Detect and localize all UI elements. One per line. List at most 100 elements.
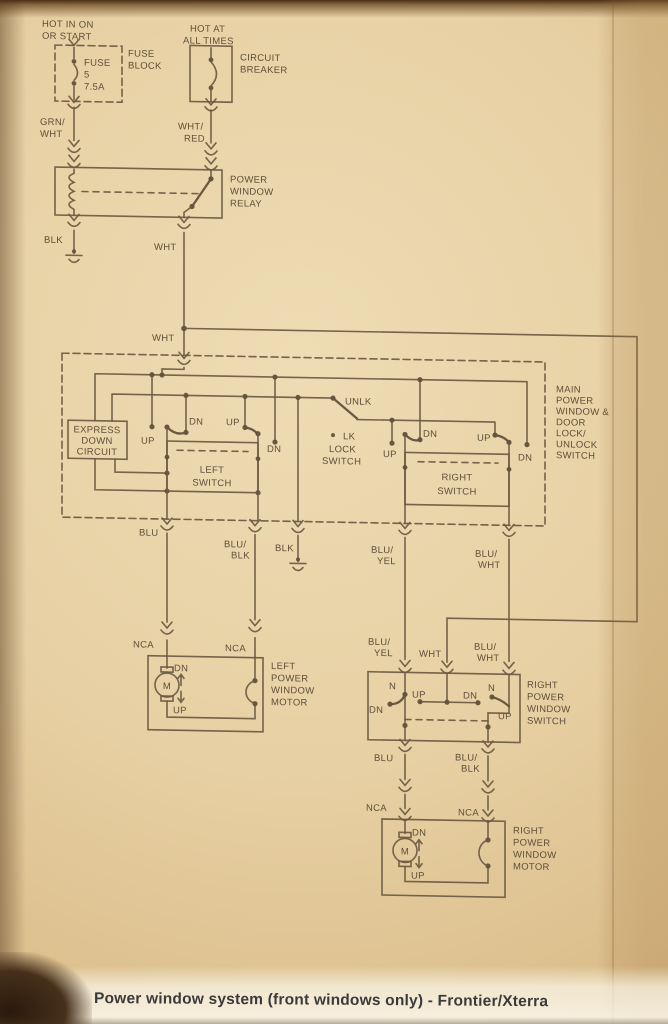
left-motor-label: LEFT bbox=[271, 661, 295, 672]
fuse-number: 5 bbox=[84, 70, 90, 81]
right-switch: UP DN UP DN RIGHT SWITCH bbox=[383, 429, 532, 527]
fuse-block-label: FUSE bbox=[128, 48, 155, 59]
regulator-icon bbox=[245, 679, 256, 705]
wire-color-label: WHT bbox=[40, 129, 63, 140]
hot-at-all-times-label: HOT AT bbox=[190, 23, 225, 35]
page-shadow-left bbox=[0, 0, 26, 1024]
wire-color-label: WHT/ bbox=[178, 121, 204, 132]
up-label: UP bbox=[383, 449, 397, 460]
right-power-window-motor: M DN UP RIGHT POWER WINDOW MOTOR bbox=[381, 818, 556, 899]
fuse-block-box bbox=[54, 44, 123, 104]
express-down-label: EXPRESS bbox=[74, 424, 121, 436]
up-arrow-icon bbox=[415, 838, 423, 852]
diagram-content: HOT IN ON OR START FUSE 5 7.5A FUSE BLOC… bbox=[40, 19, 638, 899]
right-power-switch-label: RIGHT bbox=[527, 680, 558, 692]
lock-switch-blade-icon bbox=[331, 396, 359, 420]
wire-color-label: BLU bbox=[374, 753, 393, 764]
right-switch-box bbox=[404, 451, 510, 508]
nca-label: NCA bbox=[133, 639, 154, 650]
wire-color-label: WHT bbox=[477, 653, 500, 664]
fuse-label: FUSE bbox=[84, 58, 111, 69]
connector-icon bbox=[67, 154, 81, 169]
fuse-block-label: BLOCK bbox=[128, 60, 162, 72]
circuit-breaker-label: CIRCUIT bbox=[240, 52, 281, 64]
up-label: UP bbox=[412, 690, 426, 701]
connector-icon bbox=[502, 661, 516, 676]
wire-color-label: BLU/ bbox=[224, 539, 246, 550]
main-switch-label: UNLOCK bbox=[556, 439, 598, 451]
connector-icon bbox=[248, 618, 262, 633]
down-arrow-icon bbox=[415, 855, 423, 870]
caption-band bbox=[0, 966, 668, 1024]
dn-label: DN bbox=[423, 429, 437, 440]
right-motor-box bbox=[381, 818, 506, 899]
fuse-rating: 7.5A bbox=[84, 82, 105, 93]
dn-label: DN bbox=[412, 828, 426, 839]
ground-icon bbox=[289, 556, 307, 572]
right-power-switch-label: POWER bbox=[527, 692, 564, 704]
connector-icon bbox=[398, 659, 412, 674]
wire-color-label: BLK bbox=[275, 543, 294, 554]
nca-label: NCA bbox=[225, 643, 246, 654]
connector-icon bbox=[398, 778, 412, 793]
wire-color-label: WHT bbox=[152, 333, 175, 344]
main-switch-label: DOOR bbox=[556, 417, 586, 429]
main-switch-label: SWITCH bbox=[556, 450, 595, 462]
connector-icon bbox=[160, 621, 174, 635]
rocker-blade-icon bbox=[388, 693, 407, 706]
down-arrow-icon bbox=[177, 690, 185, 704]
lock-switch-label: LOCK bbox=[329, 444, 356, 456]
circuit-breaker-label: BREAKER bbox=[240, 64, 288, 76]
page-edge-right bbox=[598, 0, 668, 1024]
rocker-blade-icon bbox=[165, 425, 188, 435]
connector-icon bbox=[67, 139, 81, 154]
bus-a bbox=[94, 372, 528, 446]
page-crease bbox=[612, 0, 614, 1024]
motor-icon: M bbox=[392, 831, 418, 868]
relay-label: POWER bbox=[230, 174, 267, 186]
bus-b bbox=[111, 393, 334, 523]
wire-color-label: YEL bbox=[374, 648, 393, 659]
right-power-switch-box bbox=[367, 670, 521, 744]
circuit-breaker-icon bbox=[208, 47, 218, 103]
wire-color-label: RED bbox=[184, 133, 205, 144]
nca-label: NCA bbox=[458, 807, 479, 818]
wire-color-label: BLU bbox=[139, 528, 158, 539]
motor-m-label: M bbox=[401, 846, 409, 857]
up-label: UP bbox=[498, 711, 512, 722]
right-power-switch-label: WINDOW bbox=[527, 704, 570, 716]
wire-color-label: GRN/ bbox=[40, 117, 65, 128]
connector-icon bbox=[481, 780, 495, 794]
right-switch-label: SWITCH bbox=[437, 486, 476, 498]
dn-label: DN bbox=[369, 705, 383, 716]
nca-label: NCA bbox=[366, 803, 387, 814]
connector-icon bbox=[204, 141, 218, 156]
up-label: UP bbox=[411, 871, 425, 882]
wire-color-label: WHT bbox=[419, 649, 442, 660]
express-down-label: CIRCUIT bbox=[77, 446, 118, 458]
right-motor-label: POWER bbox=[513, 837, 550, 849]
main-switch-label: LOCK/ bbox=[556, 428, 586, 440]
relay-link bbox=[81, 190, 200, 195]
right-motor-label: RIGHT bbox=[513, 825, 544, 837]
left-motor-label: WINDOW bbox=[271, 685, 314, 697]
wire-color-label: BLU/ bbox=[368, 637, 390, 648]
up-label: UP bbox=[173, 705, 187, 716]
relay-coil-icon bbox=[68, 168, 76, 217]
left-power-window-motor: M DN UP LEFT POWER WINDOW MOTOR bbox=[147, 654, 314, 733]
circuit-breaker: HOT AT ALL TIMES CIRCUIT BREAKER bbox=[183, 23, 288, 104]
hot-in-on-label: HOT IN ON bbox=[42, 19, 94, 31]
wire-color-label: BLK bbox=[231, 550, 250, 561]
main-switch-box bbox=[61, 352, 546, 527]
relay-label: WINDOW bbox=[230, 186, 273, 198]
main-switch-label: MAIN bbox=[556, 384, 581, 395]
right-motor-label: MOTOR bbox=[513, 861, 550, 873]
lk-contact bbox=[331, 433, 335, 438]
wire-color-label: BLU/ bbox=[455, 752, 477, 763]
dn-label: DN bbox=[518, 452, 532, 463]
unlk-label: UNLK bbox=[345, 396, 372, 407]
thumb-shadow bbox=[0, 952, 92, 1024]
fuse-block: HOT IN ON OR START FUSE 5 7.5A FUSE BLOC… bbox=[42, 19, 162, 104]
